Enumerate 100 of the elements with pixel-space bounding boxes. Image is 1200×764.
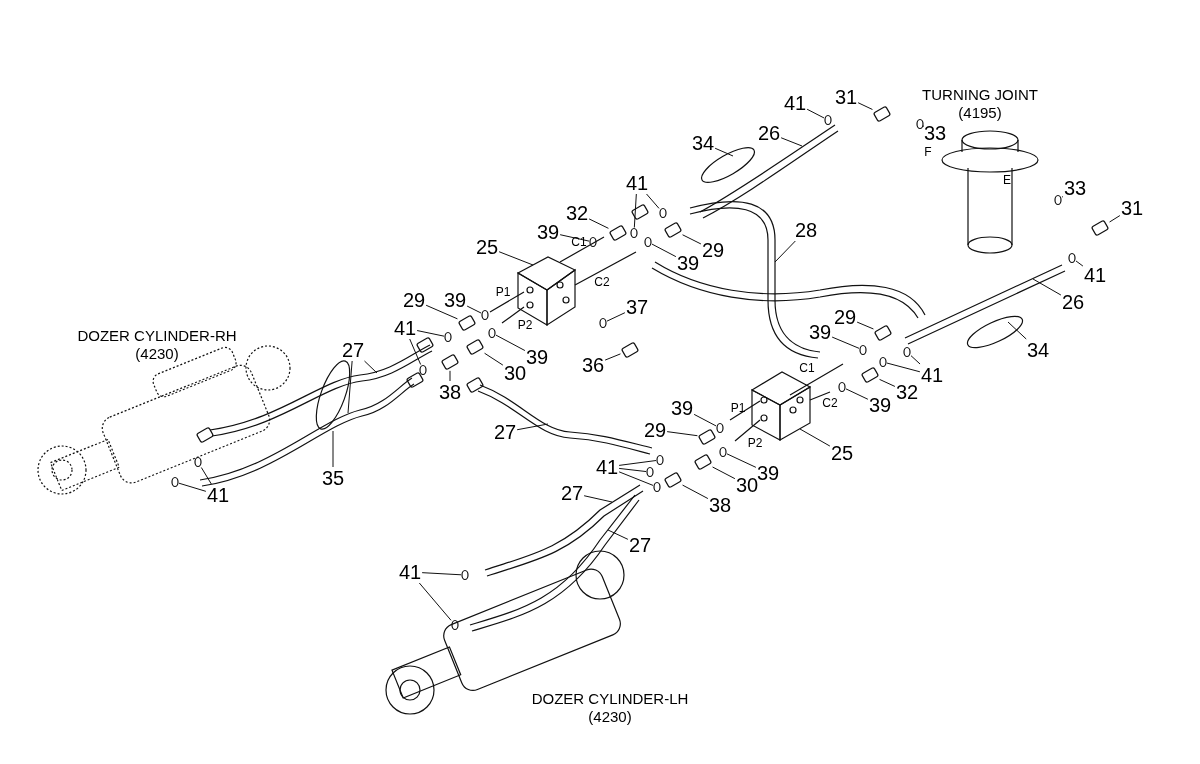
callout-number: 39: [808, 322, 832, 342]
o-ring: [451, 619, 459, 631]
callout-number: 39: [756, 463, 780, 483]
o-ring: [1054, 194, 1062, 206]
o-ring: [461, 569, 469, 581]
leader-line: [409, 338, 422, 365]
leader-line: [831, 336, 860, 349]
pipe-fitting: [663, 221, 683, 239]
leader-line: [588, 218, 609, 229]
callout-number: 32: [895, 382, 919, 402]
leader-line: [806, 108, 825, 119]
o-ring: [1068, 252, 1076, 264]
o-ring: [916, 118, 924, 130]
leader-line: [651, 243, 677, 258]
leader-line: [449, 370, 451, 382]
leader-line: [910, 355, 921, 365]
pipe-fitting: [693, 453, 713, 471]
hydraulic-hose: [209, 344, 433, 437]
o-ring: [719, 446, 727, 458]
leader-line: [618, 460, 657, 466]
leader-line: [418, 582, 452, 621]
callout-number: 26: [757, 123, 781, 143]
leader-line: [618, 467, 647, 473]
callout-number: 38: [438, 382, 462, 402]
callout-number: 30: [503, 363, 527, 383]
o-ring: [659, 207, 667, 219]
callout-number: 29: [701, 240, 725, 260]
port-label: C2: [822, 397, 838, 409]
leader-line: [682, 484, 709, 500]
o-ring: [589, 236, 597, 248]
leader-line: [332, 430, 334, 468]
leader-line: [774, 240, 796, 263]
callout-number: 29: [402, 290, 426, 310]
leader-line: [780, 137, 803, 147]
leader-line: [425, 304, 458, 320]
o-ring: [599, 317, 607, 329]
port-label: P2: [517, 319, 533, 331]
callout-number: 36: [581, 355, 605, 375]
port-label: P2: [747, 437, 763, 449]
callout-number: 41: [1083, 265, 1107, 285]
leader-line: [606, 312, 626, 322]
leader-line: [879, 378, 896, 387]
port-label: P1: [495, 286, 511, 298]
o-ring: [444, 331, 452, 343]
leader-line: [1032, 278, 1062, 296]
callout-number: 28: [794, 220, 818, 240]
callout-number: 32: [565, 203, 589, 223]
o-ring: [859, 344, 867, 356]
leader-line: [1007, 321, 1027, 340]
o-ring: [171, 476, 179, 488]
callout-number: 33: [923, 123, 947, 143]
o-ring: [903, 346, 911, 358]
o-ring: [879, 356, 887, 368]
leader-line: [922, 125, 925, 127]
leader-line: [607, 529, 629, 540]
pipe-fitting: [465, 338, 485, 356]
callout-number: 38: [708, 495, 732, 515]
leader-line: [799, 428, 831, 447]
callout-number: 33: [1063, 178, 1087, 198]
pipe-fitting: [440, 353, 460, 371]
callout-number: 29: [833, 307, 857, 327]
callout-number: 41: [398, 562, 422, 582]
callout-number: 39: [670, 398, 694, 418]
port-label: C2: [594, 276, 610, 288]
port-label: C1: [799, 362, 815, 374]
o-ring: [646, 466, 654, 478]
o-ring: [838, 381, 846, 393]
leader-line: [583, 495, 613, 503]
part-name: DOZER CYLINDER-RH (4230): [76, 327, 238, 363]
leader-line: [666, 431, 698, 437]
leader-line: [498, 251, 534, 266]
leader-line: [726, 453, 757, 468]
o-ring: [656, 454, 664, 466]
callout-number: 39: [443, 290, 467, 310]
port-label: P1: [730, 402, 746, 414]
hydraulic-hose: [199, 377, 415, 487]
leader-line: [682, 234, 702, 245]
leader-line: [466, 305, 482, 314]
callout-number: 29: [643, 420, 667, 440]
pipe-fitting: [697, 428, 717, 446]
o-ring: [644, 236, 652, 248]
pipe-fitting: [608, 224, 628, 242]
leader-line: [712, 466, 736, 480]
leader-line: [516, 423, 549, 431]
callout-number: 39: [525, 347, 549, 367]
leader-line: [646, 193, 660, 209]
callout-number: 34: [691, 133, 715, 153]
callout-number: 31: [1120, 198, 1144, 218]
leader-line: [886, 362, 921, 373]
callout-number: 37: [625, 297, 649, 317]
leader-line: [364, 360, 378, 374]
callout-number: 35: [321, 468, 345, 488]
leader-line: [484, 352, 504, 366]
leader-line: [1061, 196, 1064, 198]
callout-number: 34: [1026, 340, 1050, 360]
callout-number: 41: [206, 485, 230, 505]
callout-number: 27: [560, 483, 584, 503]
pipe-fitting: [873, 324, 893, 342]
port-label: C1: [571, 236, 587, 248]
leader-line: [856, 321, 874, 330]
